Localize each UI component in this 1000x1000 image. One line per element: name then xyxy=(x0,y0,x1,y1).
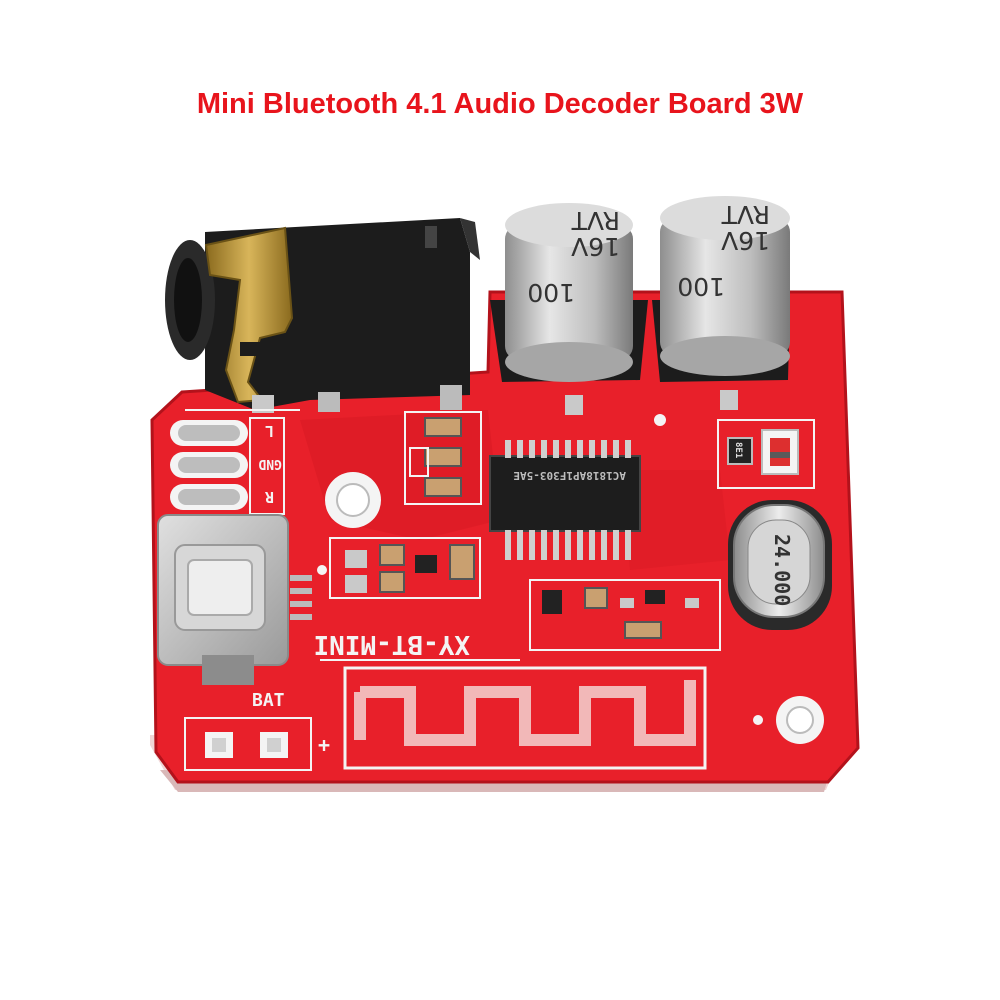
jack-gold-contact xyxy=(204,226,294,413)
capacitor-1-label-voltage: 16V xyxy=(571,232,620,261)
micro-usb-port xyxy=(157,514,312,685)
label-bat: BAT xyxy=(252,690,285,711)
board-model-silkscreen: XY-BT-MINI xyxy=(313,629,470,659)
solder-pad xyxy=(720,390,738,410)
crystal-oscillator: 24.000 xyxy=(728,500,832,630)
capacitor-1-label-series: RVT xyxy=(571,206,620,235)
resistor-8e1: 8E1 xyxy=(727,437,753,465)
amplifier-chip: AC1818AP1F303-5AE xyxy=(489,440,641,560)
capacitor-2-label-value: 100 xyxy=(677,272,725,301)
label-l: L xyxy=(265,422,274,440)
capacitor-1: 100 16V RVT xyxy=(490,203,648,382)
label-plus: + xyxy=(318,733,330,757)
status-led xyxy=(761,429,799,475)
battery-pads xyxy=(184,717,312,771)
solder-pad xyxy=(565,395,583,415)
product-title: Mini Bluetooth 4.1 Audio Decoder Board 3… xyxy=(196,88,804,120)
mounting-hole-1 xyxy=(325,472,381,528)
resistor-marking: 8E1 xyxy=(733,442,743,458)
silk-traces xyxy=(185,409,763,725)
chip-marking: AC1818AP1F303-5AE xyxy=(513,469,626,482)
label-gnd: GND xyxy=(258,456,282,471)
crystal-marking: 24.000 xyxy=(770,534,794,606)
capacitor-1-label-value: 100 xyxy=(527,278,575,307)
silk-outline xyxy=(717,419,815,489)
capacitor-2-label-voltage: 16V xyxy=(721,226,770,255)
capacitor-2: 100 16V RVT xyxy=(652,196,790,382)
mounting-hole-2 xyxy=(776,696,824,744)
capacitor-2-label-series: RVT xyxy=(721,200,770,229)
pcb-antenna xyxy=(343,666,707,770)
speaker-output-pads xyxy=(170,417,285,515)
smd-components xyxy=(329,411,721,651)
label-r: R xyxy=(264,488,274,506)
